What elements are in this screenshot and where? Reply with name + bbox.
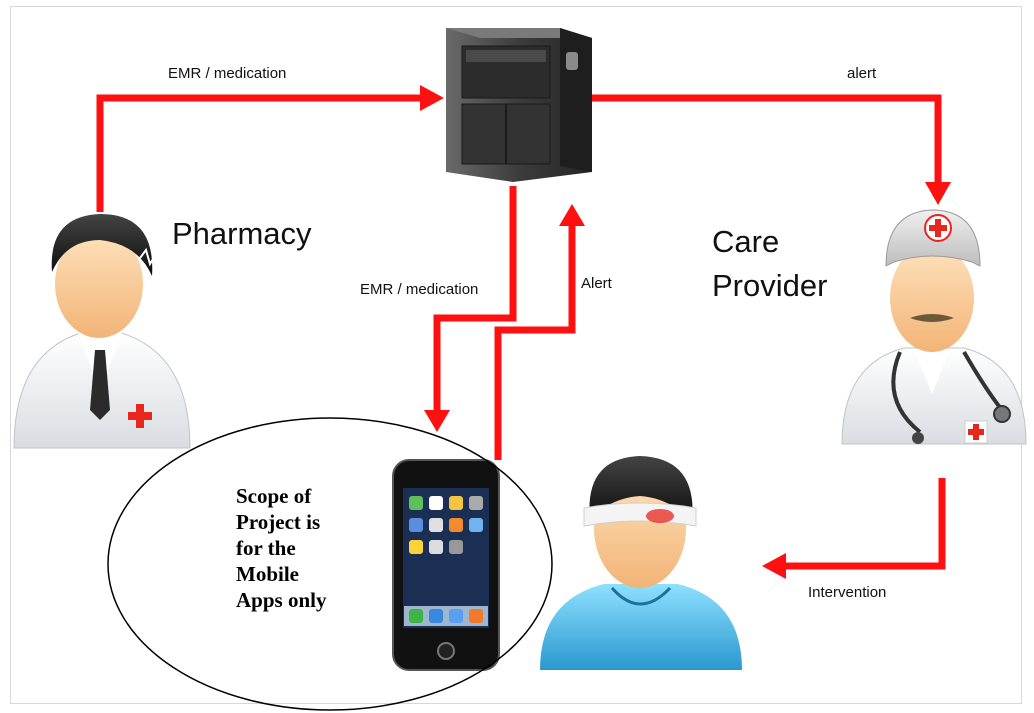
scope-note-line: Scope of xyxy=(236,484,312,508)
arrow-care-provider-to-patient xyxy=(762,478,946,579)
scope-note-line: Mobile xyxy=(236,562,299,586)
scope-note-line: Project is xyxy=(236,510,321,534)
scope-note: Scope of Project is for the Mobile Apps … xyxy=(236,483,386,613)
arrow-pharmacy-to-server xyxy=(96,85,444,212)
scope-note-line: Apps only xyxy=(236,588,327,612)
label-care: Care xyxy=(712,224,780,259)
care-provider-icon xyxy=(841,209,1027,445)
label-emr-medication-mid: EMR / medication xyxy=(360,281,479,298)
label-provider: Provider xyxy=(712,268,828,303)
arrow-server-to-phone xyxy=(424,186,517,432)
pharmacist-icon xyxy=(13,214,191,449)
phone-icon xyxy=(392,459,500,671)
label-pharmacy: Pharmacy xyxy=(172,216,312,251)
patient-icon xyxy=(540,456,742,670)
label-alert-top: alert xyxy=(847,65,877,82)
label-alert-mid: Alert xyxy=(581,275,612,292)
label-intervention: Intervention xyxy=(808,584,887,601)
scope-ellipse xyxy=(107,417,553,711)
scope-note-line: for the xyxy=(236,536,296,560)
arrow-phone-to-server xyxy=(494,204,585,460)
arrow-server-to-care-provider xyxy=(592,94,951,205)
server-icon xyxy=(446,28,592,182)
label-emr-medication-top: EMR / medication xyxy=(168,65,287,82)
